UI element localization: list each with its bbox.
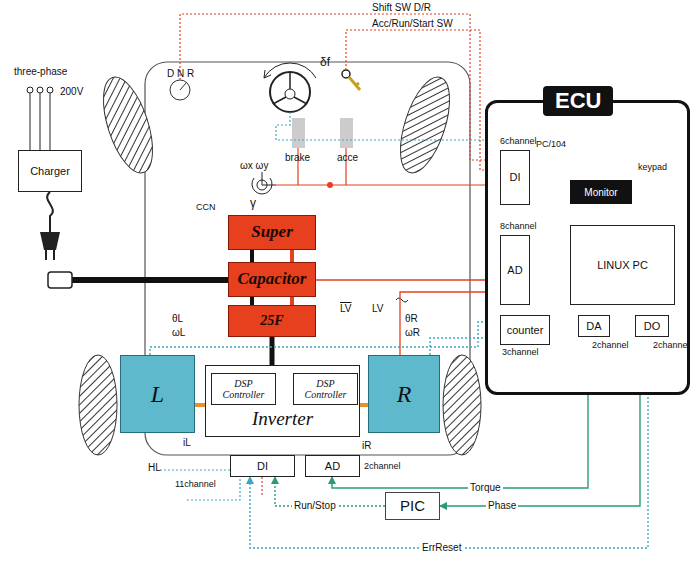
- capacitor-box: 25F: [228, 305, 316, 337]
- node-text: AD: [507, 264, 522, 276]
- signal-label: 2channel: [653, 341, 690, 351]
- signal-connector: [360, 403, 368, 407]
- motor-box: L: [120, 355, 195, 433]
- node-text: DA: [586, 320, 601, 332]
- signal-label: brake: [285, 152, 310, 163]
- block-box: DA: [578, 315, 610, 337]
- signal-label: 3channel: [502, 348, 539, 358]
- node-text: DI: [510, 171, 521, 183]
- signal-label: keypad: [638, 163, 667, 173]
- signal-label: LV: [340, 303, 352, 314]
- signal-connector: [195, 403, 205, 407]
- node-text: Monitor: [584, 187, 617, 198]
- signal-label: ωL: [172, 327, 185, 338]
- signal-label: ωR: [405, 327, 420, 338]
- capacitor-box: Capacitor: [228, 262, 316, 297]
- signal-connector: [270, 337, 275, 365]
- signal-label: ωx ωy: [240, 160, 268, 171]
- signal-label: CCN: [196, 203, 216, 213]
- signal-label: 2channel: [364, 462, 401, 472]
- signal-label: Acc/Run/Start SW: [372, 18, 453, 29]
- signal-label: three-phase: [14, 66, 67, 77]
- signal-label: iL: [183, 437, 191, 448]
- block-box: DO: [635, 315, 669, 337]
- signal-label: acce: [337, 152, 358, 163]
- signal-label: LV: [372, 303, 384, 314]
- signal-connector: [150, 322, 500, 355]
- node-text: DO: [644, 320, 661, 332]
- signal-label: D N R: [167, 68, 194, 79]
- node-text: DSP Controller: [214, 378, 273, 400]
- node-text: Charger: [30, 165, 70, 177]
- node-text: LINUX PC: [597, 259, 648, 271]
- block-box: AD: [500, 235, 530, 305]
- signal-label: 2channel: [592, 341, 629, 351]
- node-text: Inverter: [252, 409, 313, 430]
- signal-label: 8channel: [500, 222, 537, 232]
- node-text: ECU: [543, 86, 613, 116]
- edge-label: ErrReset: [420, 542, 463, 553]
- capacitor-box: Super: [228, 215, 316, 250]
- edge-label: Torque: [468, 482, 503, 493]
- controller-box: DSP Controller: [293, 373, 358, 405]
- signal-label: 11channel: [175, 480, 216, 490]
- node-text: PIC: [400, 498, 425, 515]
- motor-box: R: [368, 355, 440, 433]
- node-text: DSP Controller: [296, 378, 355, 400]
- controller-box: DSP Controller: [211, 373, 276, 405]
- signal-connector: [316, 279, 500, 280]
- block-box: counter: [500, 315, 550, 345]
- signal-label: Shift SW D/R: [372, 2, 431, 13]
- signal-label: θR: [405, 313, 418, 324]
- signal-label: γ: [250, 197, 256, 210]
- block-box: AD: [305, 455, 360, 477]
- node-text: DI: [257, 460, 268, 472]
- node-text: L: [151, 381, 164, 407]
- block-box: DI: [500, 150, 530, 205]
- block-box: LINUX PC: [570, 225, 675, 305]
- block-box: Charger: [18, 150, 82, 192]
- signal-label: θL: [172, 313, 183, 324]
- node-text: Super: [251, 223, 293, 242]
- node-text: R: [397, 381, 412, 407]
- signal-label: 6channel: [500, 137, 537, 147]
- signal-label: 200V: [60, 86, 83, 97]
- node-text: AD: [325, 460, 340, 472]
- edge-label: Phase: [486, 500, 518, 511]
- pic-box: PIC: [385, 492, 440, 520]
- monitor-box: Monitor: [570, 180, 632, 204]
- node-text: counter: [507, 324, 544, 336]
- block-box: DI: [230, 455, 295, 477]
- edge-label: Run/Stop: [292, 500, 338, 511]
- node-text: 25F: [260, 313, 283, 328]
- node-text: Capacitor: [238, 270, 307, 289]
- signal-label: HL: [148, 462, 161, 473]
- signal-label: iR: [362, 440, 371, 451]
- signal-label: δf: [320, 56, 330, 69]
- signal-label: PC/104: [536, 140, 566, 150]
- inverter-box: Inverter DSP Controller DSP Controller: [205, 365, 360, 437]
